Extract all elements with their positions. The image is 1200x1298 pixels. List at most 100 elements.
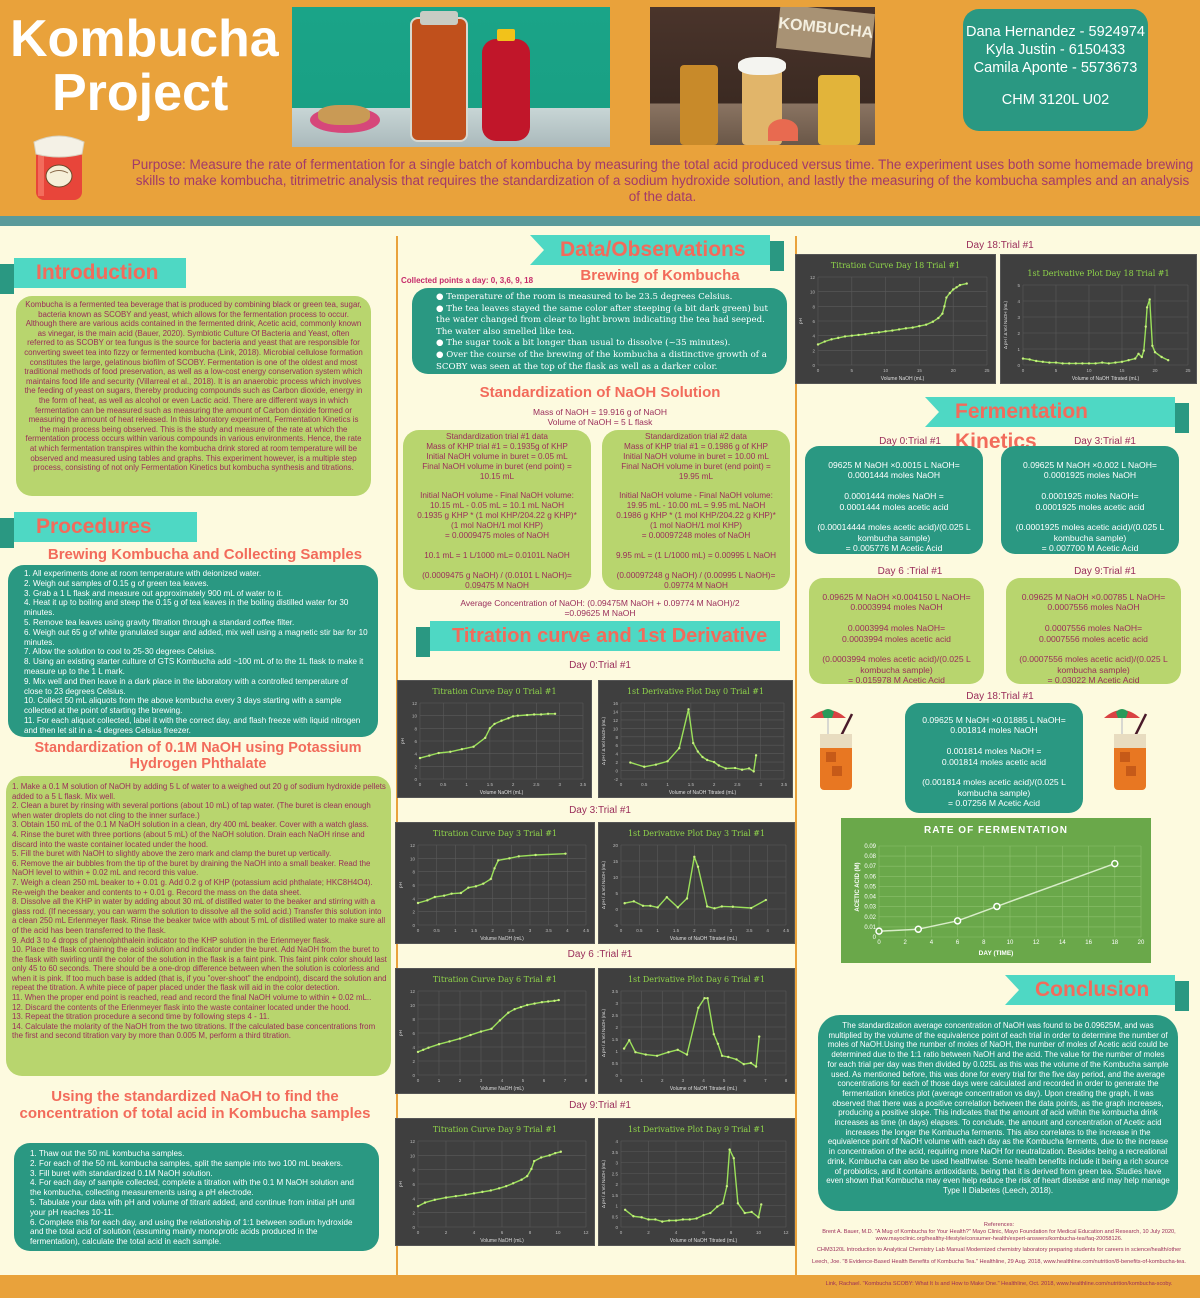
svg-text:8: 8 <box>585 1078 588 1083</box>
svg-text:10: 10 <box>410 856 416 861</box>
svg-text:5: 5 <box>615 891 618 896</box>
kinetics-line: = 0.03022 M Acetic Acid <box>1047 675 1140 686</box>
svg-text:0.5: 0.5 <box>440 782 447 787</box>
observation-item: ● Over the course of the brewing of the … <box>436 349 767 372</box>
svg-text:3.5: 3.5 <box>746 928 753 933</box>
svg-text:10: 10 <box>613 726 619 731</box>
svg-text:5: 5 <box>851 368 854 373</box>
course-code: CHM 3120L U02 <box>1001 92 1110 108</box>
svg-text:1.5: 1.5 <box>471 928 478 933</box>
procedure-step: 7. Weigh a clean 250 mL beaker to + 0.01… <box>12 877 373 897</box>
svg-text:3.5: 3.5 <box>781 782 788 787</box>
svg-text:8: 8 <box>412 1168 415 1173</box>
kinetics-day6-box: 0.09625 M NaOH ×0.004150 L NaOH=0.000399… <box>809 578 984 685</box>
svg-text:0: 0 <box>412 1225 415 1230</box>
references-heading: References: <box>983 1222 1015 1228</box>
svg-text:8: 8 <box>982 940 986 946</box>
svg-text:12: 12 <box>783 1230 789 1235</box>
kinetics-day0-box: 09625 M NaOH ×0.0015 L NaOH=0.0001444 mo… <box>805 446 983 554</box>
svg-text:1: 1 <box>656 928 659 933</box>
svg-text:0: 0 <box>1022 368 1025 373</box>
svg-text:1.5: 1.5 <box>487 782 494 787</box>
svg-text:12: 12 <box>410 989 416 994</box>
svg-text:pH: pH <box>798 318 803 324</box>
kinetics-line: 0.0001444 moles NaOH = <box>844 491 944 502</box>
svg-text:1: 1 <box>615 1204 618 1209</box>
chart-title: Titration Curve Day 6 Trial #1 <box>432 975 558 984</box>
chart-title: Titration Curve Day 18 Trial #1 <box>830 261 961 270</box>
svg-text:2.5: 2.5 <box>508 928 515 933</box>
svg-text:2: 2 <box>412 910 415 915</box>
kinetics-line: 0.0001925 moles NaOH= <box>1041 491 1139 502</box>
svg-text:1.5: 1.5 <box>673 928 680 933</box>
authors-box: Dana Hernandez - 5924974 Kyla Justin - 6… <box>963 9 1148 131</box>
rate-chart-ylabel: ACETIC ACID (M) <box>855 862 861 912</box>
svg-text:0: 0 <box>873 935 877 941</box>
trial-line: 10.15 mL - 0.05 mL = 10.1 mL NaOH <box>429 501 565 511</box>
procedure-step: 5. Tabulate your data with pH and volume… <box>30 1197 355 1217</box>
reference-item: Brent A. Bauer, M.D. "A Mug of Kombucha … <box>822 1229 1176 1242</box>
references: References: Brent A. Bauer, M.D. "A Mug … <box>800 1222 1198 1266</box>
header-divider <box>0 216 1200 226</box>
procedure-step: 8. Using an existing starter culture of … <box>24 657 364 676</box>
average-formula: Average Concentration of NaOH: (0.09475M… <box>460 598 740 608</box>
svg-text:0: 0 <box>615 907 618 912</box>
svg-text:Δ pH / Δ Vol NaOH (mL): Δ pH / Δ Vol NaOH (mL) <box>601 860 606 909</box>
title-line-2: Project <box>52 64 229 122</box>
procedure-step: 1. Thaw out the 50 mL kombucha samples. <box>30 1149 185 1158</box>
naoh-volume: Volume of NaOH = 5 L flask <box>547 417 653 427</box>
chart-title: Titration Curve Day 0 Trial #1 <box>432 687 557 696</box>
svg-text:20: 20 <box>951 368 957 373</box>
svg-text:0.02: 0.02 <box>864 915 876 921</box>
svg-text:4: 4 <box>675 1230 678 1235</box>
svg-text:0: 0 <box>419 782 422 787</box>
procedure-step: 5. Fill the buret with NaOH to slightly … <box>12 849 332 859</box>
kinetics-line: 0.09625 M NaOH ×0.00785 L NaOH= <box>1021 592 1166 602</box>
svg-text:2.5: 2.5 <box>710 928 717 933</box>
kinetics-day9-box: 0.09625 M NaOH ×0.00785 L NaOH=0.0007556… <box>1006 578 1181 686</box>
svg-text:0: 0 <box>1017 363 1020 368</box>
conclusion-text: The standardization average concentratio… <box>818 1015 1178 1211</box>
kinetics-line: kombucha sample) <box>957 787 1031 798</box>
author-1: Dana Hernandez - 5924974 <box>966 24 1145 40</box>
brewing-steps-list: 1. All experiments done at room temperat… <box>8 565 378 737</box>
trial-line <box>407 482 587 492</box>
kinetics-line: = 0.005776 M Acetic Acid <box>845 543 943 554</box>
kinetics-line: 0.0001925 moles acetic acid <box>1035 501 1145 512</box>
procedure-step: 5. Remove tea leaves using gravity filtr… <box>24 617 295 627</box>
svg-text:0: 0 <box>412 1073 415 1078</box>
svg-text:2: 2 <box>414 764 417 769</box>
svg-text:2: 2 <box>661 1078 664 1083</box>
introduction-text: Kombucha is a fermented tea beverage tha… <box>16 296 371 496</box>
fermentation-kinetics-heading: Fermentation Kinetics <box>925 397 1189 453</box>
svg-text:4: 4 <box>412 1196 415 1201</box>
svg-text:8: 8 <box>730 1230 733 1235</box>
svg-text:1: 1 <box>615 1049 618 1054</box>
kombucha-sign: KOMBUCHA <box>775 7 875 58</box>
introduction-heading: Introduction <box>0 258 200 294</box>
svg-text:8: 8 <box>785 1078 788 1083</box>
svg-text:6: 6 <box>501 1230 504 1235</box>
svg-text:4: 4 <box>702 1078 705 1083</box>
naoh-mass-volume: Mass of NaOH = 19.916 g of NaOH Volume o… <box>430 407 770 427</box>
day3-label: Day 3:Trial #1 <box>569 805 631 816</box>
svg-text:0: 0 <box>620 1230 623 1235</box>
svg-text:Δ pH / Δ Vol NaOH (mL): Δ pH / Δ Vol NaOH (mL) <box>601 1008 606 1057</box>
kinetics-line: 0.001814 moles NaOH <box>950 725 1038 736</box>
svg-text:3.5: 3.5 <box>612 1150 619 1155</box>
procedure-step: 4. Rinse the buret with three portions (… <box>12 829 365 849</box>
trial-line: 10.15 mL <box>479 471 515 481</box>
trial-line: Initial NaOH volume - Final NaOH volume: <box>420 491 574 501</box>
svg-text:6: 6 <box>702 1230 705 1235</box>
trial-line: = 0.0009475 moles of NaOH <box>445 531 549 541</box>
svg-text:Volume of NaOH Titrated (mL): Volume of NaOH Titrated (mL) <box>1072 376 1140 382</box>
collected-points-note: Collected points a day: 0, 3,6, 9, 18 <box>401 276 534 285</box>
trial-line: 0.1935 g KHP * (1 mol KHP/204.22 g KHP)* <box>417 511 577 521</box>
day18-chart-label: Day 18:Trial #1 <box>966 240 1034 251</box>
svg-text:0: 0 <box>620 782 623 787</box>
trial-line: (1 mol NaOH/1 mol KHP) <box>650 521 742 531</box>
